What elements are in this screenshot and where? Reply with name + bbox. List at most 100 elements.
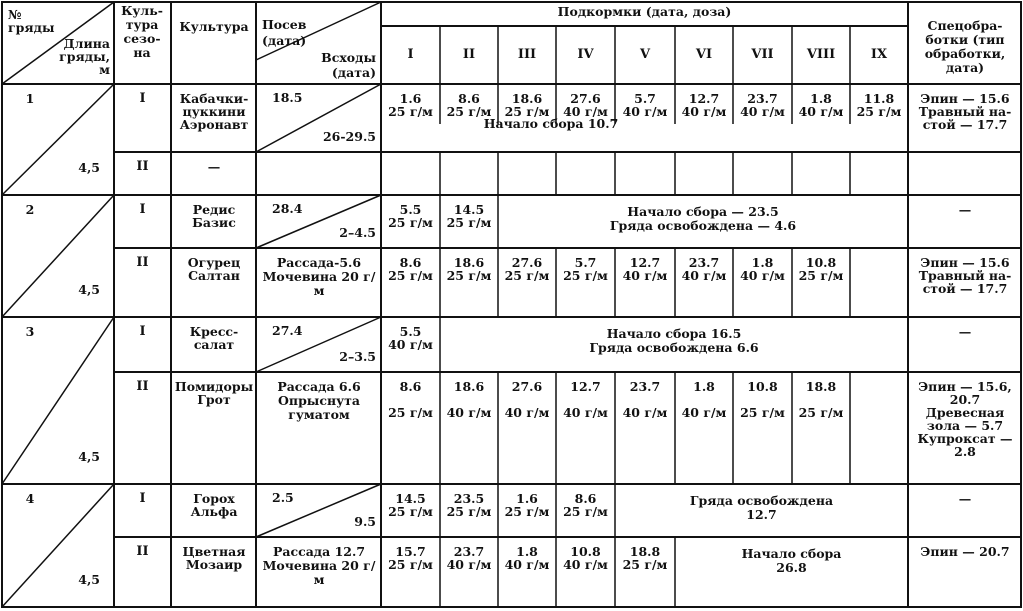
culture-name: Цветная Мозаир bbox=[182, 544, 246, 572]
feeding-dose: 25 г/м bbox=[856, 104, 902, 119]
feeding-date: 23.7 bbox=[629, 379, 661, 394]
sowing-diagonal-1 bbox=[255, 83, 382, 153]
feeding-number-3: III bbox=[517, 47, 537, 62]
shoots-date: 2–4.5 bbox=[339, 225, 376, 240]
feeding-dose: 25 г/м bbox=[388, 557, 433, 572]
feeding-dose: 40 г/м bbox=[681, 405, 727, 420]
feeding-date: 12.7 bbox=[688, 91, 720, 106]
special-treatment: — bbox=[958, 491, 972, 506]
feeding-dose: 25 г/м bbox=[388, 268, 433, 283]
culture-name: Кресс-салат bbox=[189, 324, 239, 352]
status-note: Гряда освобождена bbox=[689, 493, 834, 508]
bed-length: 4,5 bbox=[78, 449, 100, 464]
status-note: Начало сбора bbox=[741, 546, 842, 561]
special-treatment: Эпин — 15.6, 20.7 Древесная зола — 5.7 К… bbox=[917, 379, 1013, 459]
feeding-date: 10.8 bbox=[570, 544, 601, 559]
special-treatment: — bbox=[958, 202, 972, 217]
bed-length: 4,5 bbox=[78, 282, 100, 297]
bed-length: 4,5 bbox=[78, 572, 100, 587]
culture-name: Горох Альфа bbox=[190, 491, 238, 519]
feeding-date: 18.8 bbox=[805, 379, 837, 394]
header-diagonal-sowing bbox=[255, 1, 382, 61]
status-note: Начало сбора — 23.5 bbox=[627, 204, 779, 219]
feeding-date: 14.5 bbox=[395, 491, 426, 506]
sowing-date: 2.5 bbox=[272, 490, 294, 505]
feeding-number-7: VII bbox=[751, 47, 774, 62]
feeding-date: 18.6 bbox=[453, 255, 485, 270]
bed-1-diagonal bbox=[1, 83, 115, 196]
season-number: II bbox=[136, 379, 149, 394]
feeding-dose: 25 г/м bbox=[388, 504, 433, 519]
season-number: II bbox=[136, 159, 149, 174]
feeding-date: 23.7 bbox=[453, 544, 485, 559]
bed-length: 4,5 bbox=[78, 160, 100, 175]
season-number: II bbox=[136, 544, 149, 559]
feeding-date: 8.6 bbox=[399, 379, 422, 394]
feeding-dose: 25 г/м bbox=[446, 504, 492, 519]
feeding-dose: 40 г/м bbox=[446, 557, 492, 572]
feeding-dose: 40 г/м bbox=[504, 405, 550, 420]
culture-name: Редис Базис bbox=[192, 202, 236, 230]
shoots-date: 9.5 bbox=[354, 514, 376, 529]
feeding-dose: 25 г/м bbox=[504, 268, 550, 283]
sowing-note: Рассада 12.7 Мочевина 20 г/м bbox=[262, 544, 376, 587]
feeding-date: 1.8 bbox=[516, 544, 538, 559]
feeding-date: 1.6 bbox=[399, 91, 422, 106]
season-number: I bbox=[139, 91, 146, 106]
bed-4-diagonal bbox=[1, 483, 115, 608]
feeding-dose: 40 г/м bbox=[563, 104, 608, 119]
feeding-date: 5.5 bbox=[399, 202, 422, 217]
feeding-dose: 25 г/м bbox=[388, 215, 433, 230]
feeding-date: 23.7 bbox=[688, 255, 720, 270]
status-note: Гряда освобождена — 4.6 bbox=[609, 218, 797, 233]
feeding-dose: 40 г/м bbox=[740, 104, 785, 119]
culture-name: — bbox=[207, 159, 221, 174]
feeding-date: 18.6 bbox=[511, 91, 543, 106]
special-treatment: Эпин — 20.7 bbox=[920, 544, 1010, 559]
header-feedings: Подкормки (дата, доза) bbox=[557, 4, 732, 19]
feeding-date: 12.7 bbox=[629, 255, 661, 270]
feeding-number-1: I bbox=[407, 47, 414, 62]
feeding-dose: 40 г/м bbox=[740, 268, 785, 283]
feeding-date: 8.6 bbox=[574, 491, 597, 506]
feeding-dose: 25 г/м bbox=[388, 104, 433, 119]
feeding-dose: 25 г/м bbox=[622, 557, 668, 572]
special-treatment: Эпин — 15.6 Травный на-стой — 17.7 bbox=[918, 255, 1012, 296]
feeding-dose: 40 г/м bbox=[504, 557, 550, 572]
feeding-dose: 40 г/м bbox=[622, 268, 668, 283]
sowing-date: 18.5 bbox=[272, 90, 303, 105]
feeding-dose: 40 г/м bbox=[681, 268, 727, 283]
feeding-dose: 40 г/м bbox=[622, 104, 668, 119]
feeding-date: 10.8 bbox=[805, 255, 837, 270]
feeding-date: 27.6 bbox=[570, 91, 601, 106]
special-treatment: Эпин — 15.6 Травный на-стой — 17.7 bbox=[918, 91, 1012, 132]
season-number: I bbox=[139, 202, 146, 217]
feeding-number-6: VI bbox=[695, 47, 713, 62]
feeding-date: 18.6 bbox=[453, 379, 485, 394]
header-season-culture: Куль-тура сезо-на bbox=[121, 3, 163, 60]
shoots-date: 2–3.5 bbox=[339, 349, 376, 364]
feeding-dose: 25 г/м bbox=[798, 405, 844, 420]
bed-number: 4 bbox=[25, 491, 35, 506]
sowing-note: Рассада-5.6 Мочевина 20 г/м bbox=[262, 255, 376, 298]
feeding-date: 5.5 bbox=[399, 324, 422, 339]
feeding-dose: 25 г/м bbox=[740, 405, 785, 420]
sowing-diagonal-2 bbox=[255, 194, 382, 249]
bed-3-diagonal bbox=[1, 316, 115, 485]
bed-number: 2 bbox=[25, 202, 35, 217]
feeding-dose: 25 г/м bbox=[388, 405, 433, 420]
sowing-date: 28.4 bbox=[272, 201, 303, 216]
feeding-dose: 25 г/м bbox=[504, 104, 550, 119]
feeding-dose: 25 г/м bbox=[798, 268, 844, 283]
culture-name: Помидоры Грот bbox=[174, 379, 254, 407]
sowing-date: 27.4 bbox=[272, 323, 303, 338]
feeding-date: 1.8 bbox=[810, 91, 832, 106]
header-diagonal-bed bbox=[1, 1, 115, 85]
header-bed-length: Длина гряды, м bbox=[59, 36, 110, 77]
header-bed-no: № гряды bbox=[8, 7, 55, 35]
feeding-number-4: IV bbox=[577, 47, 594, 62]
feeding-date: 1.6 bbox=[516, 491, 538, 506]
